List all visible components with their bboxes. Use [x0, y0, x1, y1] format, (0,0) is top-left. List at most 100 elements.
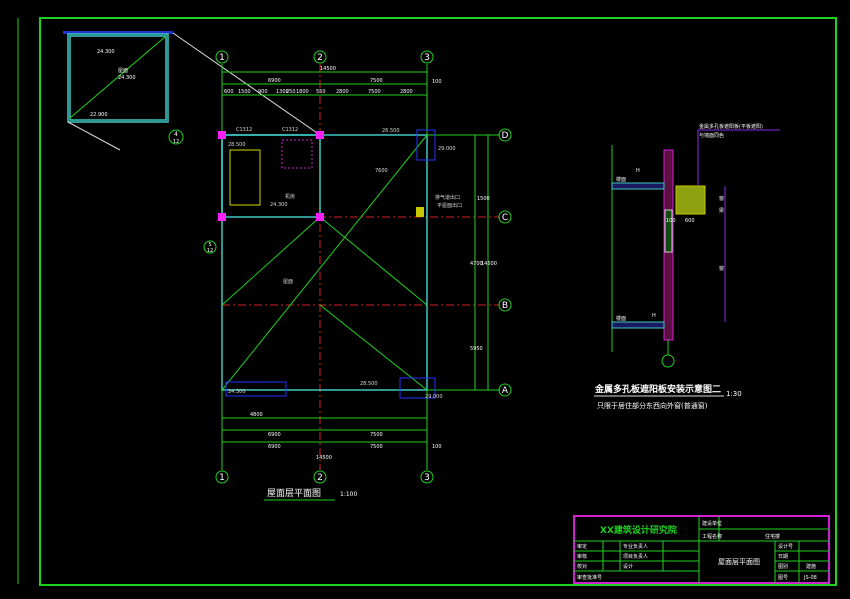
- plan-label: 28.500: [228, 142, 246, 148]
- axis-label: A: [502, 386, 509, 396]
- institute-name: XX建筑设计研究院: [600, 524, 677, 536]
- detail-dim-100: 100: [666, 218, 676, 224]
- role-review: 审核: [577, 553, 587, 560]
- drawing-name: 屋面层平面图: [718, 558, 760, 566]
- dim-top-small: 900: [258, 89, 268, 95]
- axis-label: 3: [424, 53, 430, 63]
- detail-floor-top: 楼面: [616, 176, 626, 183]
- dim-top-seg1: 6900: [268, 78, 281, 84]
- detail-dim-600: 600: [685, 218, 695, 224]
- detail-callout-2: 与墙面同色: [699, 132, 724, 139]
- axis-bubble: [498, 383, 512, 397]
- axis-bubble: [313, 470, 327, 484]
- detail-dim-v2: 梁: [719, 207, 724, 214]
- dim-top-small: 250: [286, 89, 296, 95]
- ref-bubble-num: 5: [208, 242, 211, 248]
- dim-top-small: 7500: [368, 89, 381, 95]
- inset-ref-sheet: 12: [173, 139, 179, 145]
- drawing-frame: [39, 17, 837, 586]
- dim-top-small: 1300: [276, 89, 289, 95]
- dim-right-1: 1500: [477, 196, 490, 202]
- sunshade-panel: [675, 185, 706, 215]
- detail-h-top: H: [636, 168, 640, 174]
- sheet-no-value: JS-08: [803, 575, 817, 581]
- dim-bottom-small: 4800: [250, 412, 263, 418]
- sunshade-detail: 金属多孔板遮阳板(平板遮阳) 与墙面同色 H H 楼面 楼面 600 100 窗…: [594, 123, 780, 410]
- axis-label: 2: [317, 473, 323, 483]
- ref-bubble-sheet: 12: [207, 248, 213, 254]
- detail-floor-bottom: 楼面: [616, 315, 626, 322]
- label-sheet-no: 图号: [778, 575, 788, 581]
- inset-ref-num: 4: [174, 131, 178, 138]
- role-approve: 审定: [577, 543, 587, 550]
- project-label: 工程名称: [702, 533, 722, 540]
- role-check: 校对: [577, 563, 587, 570]
- title-block: XX建筑设计研究院 建设单位 工程名称 住宅楼 审定 审核 校对 专业负责人 项…: [573, 515, 830, 584]
- plan-label: 24.300: [228, 389, 246, 395]
- detail-dim-v1: 窗: [719, 195, 724, 202]
- role-project-lead: 项目负责人: [623, 553, 648, 560]
- dim-top-small: 550: [316, 89, 326, 95]
- inset-elev-3: 22.900: [90, 112, 108, 118]
- inset-elev-2: 24.300: [118, 75, 136, 81]
- dim-top-small: 2800: [400, 89, 413, 95]
- plan-label: C1312: [236, 127, 252, 133]
- axis-bubble: [498, 298, 512, 312]
- discipline-value: 建施: [806, 563, 816, 570]
- role-design: 设计: [623, 563, 633, 570]
- axis-bubble: [215, 470, 229, 484]
- dim-right-3: 14500: [481, 261, 497, 267]
- detail-callout-1: 金属多孔板遮阳板(平板遮阳): [699, 123, 763, 130]
- dim-bottom-2a: 6900: [268, 444, 281, 450]
- detail-title: 金属多孔板遮阳板安装示意图二: [594, 383, 721, 395]
- axis-bubble: [420, 50, 434, 64]
- inset-parapet: [63, 31, 173, 34]
- dim-top-right: 100: [432, 79, 442, 85]
- detail-subtitle: 只限于居住部分东西向外窗(普通窗): [597, 401, 708, 410]
- axis-label: 1: [219, 473, 225, 483]
- detail-dim-v3: 窗: [719, 265, 724, 272]
- ref-bubble: [203, 240, 217, 254]
- project-value: 住宅楼: [765, 533, 780, 540]
- dim-top-small: 2800: [336, 89, 349, 95]
- detail-h-bottom: H: [652, 313, 656, 319]
- axis-bubble: [420, 470, 434, 484]
- dim-top-small: 600: [224, 89, 234, 95]
- axis-label: 1: [219, 53, 225, 63]
- role-discipline-lead: 专业负责人: [623, 543, 648, 550]
- axis-label: C: [502, 213, 508, 223]
- inset-elev: 24.300: [97, 49, 115, 55]
- axis-bubble: [215, 50, 229, 64]
- detail-scale: 1:30: [726, 390, 742, 398]
- plan-label: 机房: [285, 193, 295, 200]
- dim-top-small: 1800: [296, 89, 309, 95]
- axis-label: D: [502, 131, 509, 141]
- axis-bubble: [498, 128, 512, 142]
- plan-label: 24.300: [270, 202, 288, 208]
- dim-top-total: 14500: [320, 66, 336, 72]
- plan-scale: 1:100: [340, 491, 357, 498]
- dim-bottom-2b: 7500: [370, 444, 383, 450]
- dim-bottom-right: 100: [432, 444, 442, 450]
- label-design-no: 设计号: [778, 543, 793, 550]
- dim-top-seg2: 7500: [370, 78, 383, 84]
- plan-label: 26.500: [382, 128, 400, 134]
- label-category: 图别: [778, 563, 788, 570]
- label-date: 日期: [778, 554, 788, 560]
- plan-label: 排气道出口: [435, 194, 460, 201]
- axis-label: 2: [317, 53, 323, 63]
- dim-bottom-1b: 7500: [370, 432, 383, 438]
- dim-right-2: 4700: [470, 261, 483, 267]
- roof-outline: [221, 134, 428, 391]
- axis-label: 3: [424, 473, 430, 483]
- dim-bottom-1a: 6900: [268, 432, 281, 438]
- axis-bubble: [498, 210, 512, 224]
- plan-label: 29.000: [425, 394, 443, 400]
- inset-ref-bubble: [168, 129, 184, 145]
- plan-label: 29.000: [438, 146, 456, 152]
- plan-title: 屋面层平面图: [267, 488, 321, 499]
- axis-label: B: [502, 301, 508, 311]
- plan-label: 7600: [375, 168, 388, 174]
